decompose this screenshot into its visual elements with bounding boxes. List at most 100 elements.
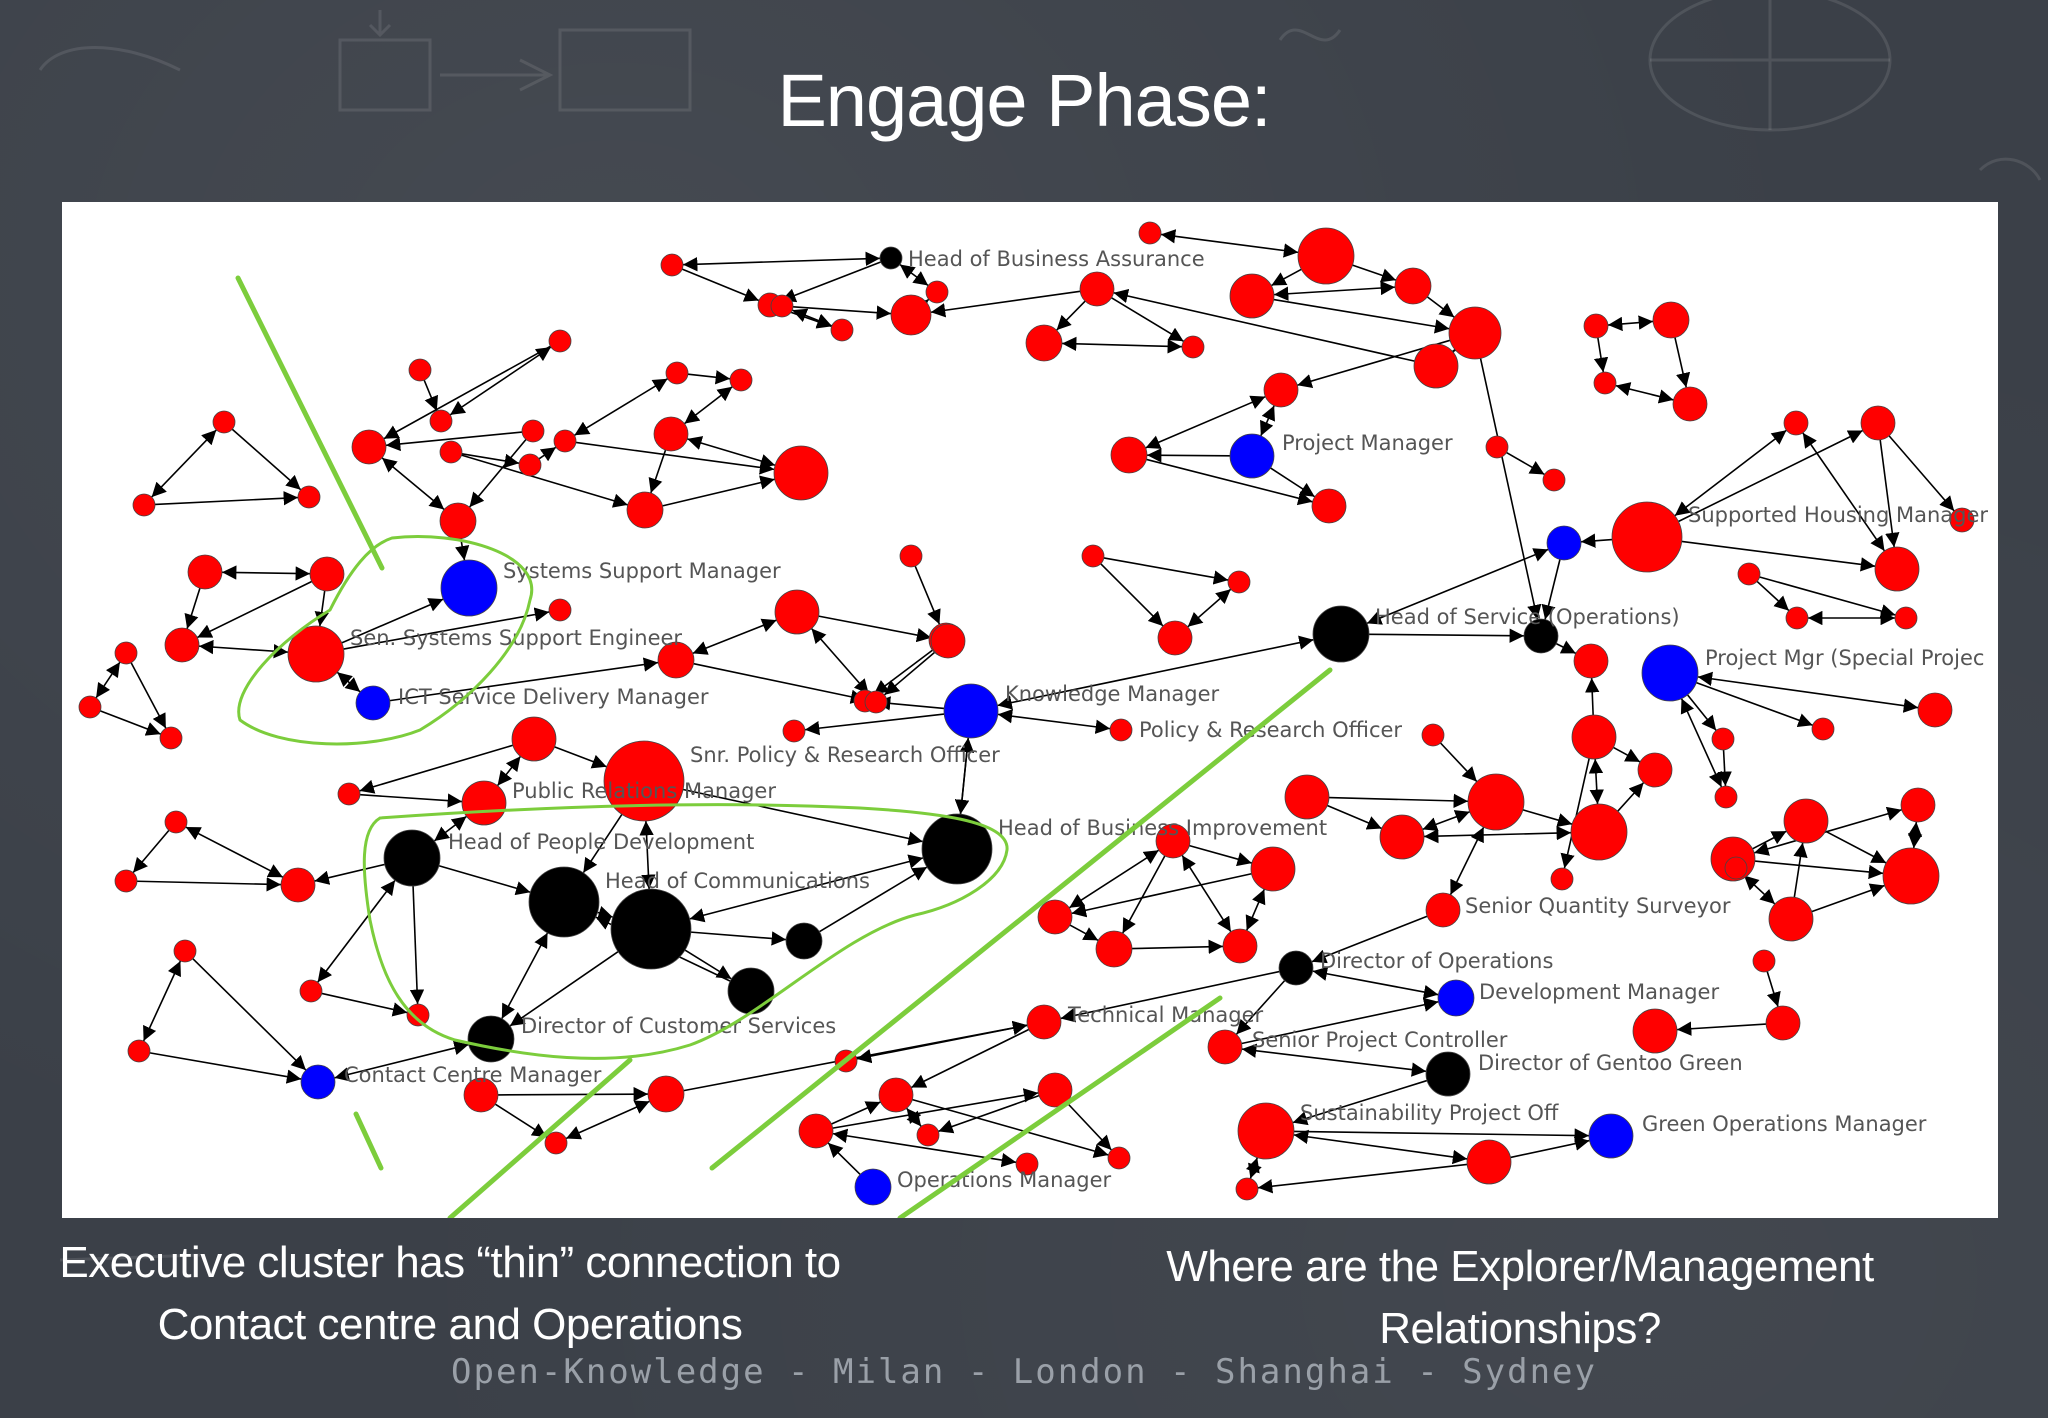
node-om-d (1037, 1072, 1073, 1108)
node-t13e (406, 1003, 430, 1027)
edge-tm-tm_a (856, 1021, 1028, 1064)
edge-t17b-t17e (1423, 825, 1572, 844)
edge-shm-shm_b (1674, 429, 1787, 517)
node-c1a (1138, 221, 1162, 245)
node-c1e (1448, 306, 1502, 360)
edge-hba_e-hba_f (913, 298, 930, 315)
node-pmsp-a (1811, 717, 1835, 741)
node-t18b (1783, 798, 1829, 844)
node-label-7: Project Mgr (Special Projec (1705, 646, 1984, 670)
node-t7f (439, 502, 477, 540)
edge-om_a-om_d (832, 1088, 1039, 1129)
edge-t12c-hpd (433, 815, 468, 842)
edge-spc-dvm (1241, 997, 1439, 1045)
edge-c4a-c4c (1759, 576, 1896, 619)
edge-pmsp_c-pmsp_d (1717, 749, 1732, 787)
edge-om_a-om_b (831, 1101, 881, 1125)
node-t6a (439, 440, 463, 464)
edge-t16c-t16d (1131, 939, 1224, 954)
edge-om_d-om_f (1066, 1101, 1113, 1151)
node-label-21: Director of Customer Services (521, 1014, 836, 1038)
node-c2b (1652, 301, 1690, 339)
node-t2a (1079, 271, 1115, 307)
node-t11d (864, 690, 888, 714)
node-t17f (1571, 714, 1617, 760)
edge-t7e-t7f (381, 457, 445, 511)
node-dcs (467, 1015, 515, 1063)
edge-t19a-t19b (1766, 971, 1781, 1007)
node-t17b (1379, 814, 1425, 860)
edge-t17d-sqs (1449, 826, 1485, 896)
edge-t17e-t17f (1588, 758, 1604, 805)
edge-hpd-t13e (409, 885, 425, 1005)
node-t12b (337, 782, 361, 806)
node-label-23: Sustainability Project Off (1300, 1101, 1559, 1125)
edge-t11a-t11b (692, 618, 777, 655)
edge-t14b-ccm (149, 1052, 302, 1084)
node-t12d (603, 740, 685, 822)
node-t10b (78, 695, 102, 719)
node-t6f (773, 445, 829, 501)
node-c4c (1894, 606, 1918, 630)
node-label-11: Public Relations Manager (512, 779, 776, 803)
node-c4a (1737, 562, 1761, 586)
caption-right: Where are the Explorer/Management Relati… (1130, 1236, 1910, 1360)
node-label-17: Development Manager (1479, 980, 1719, 1004)
edge-t18f-t18e (1743, 874, 1776, 905)
edge-t18c-t18d (1907, 821, 1923, 849)
node-t13b (114, 869, 138, 893)
node-d2 (727, 967, 775, 1015)
edge-t8a-t8c (231, 428, 302, 491)
node-label-14: Head of Communications (605, 869, 870, 893)
edge-om_d-om_c (938, 1094, 1040, 1134)
edge-hba_c-hba_d (791, 308, 833, 328)
node-t11a (774, 589, 820, 635)
node-hbi2 (1155, 823, 1191, 859)
node-shm (1611, 501, 1683, 573)
edge-shm_a-hso (1366, 548, 1549, 625)
edge-t18a-t18b (1752, 830, 1787, 850)
node-tm (1026, 1004, 1062, 1040)
edge-t17d-t17e (1522, 809, 1573, 828)
node-c3b (1542, 468, 1566, 492)
node-t19c (1632, 1008, 1678, 1054)
node-d1 (785, 922, 823, 960)
node-c1b (1297, 227, 1355, 285)
edge-spo_a-spo_b (1257, 1163, 1468, 1194)
node-hba-c (770, 294, 794, 318)
node-dvm (1437, 979, 1475, 1017)
node-t13c (280, 867, 316, 903)
node-pro (1109, 718, 1133, 742)
edge-c1b-c1c (1270, 268, 1302, 287)
caption-left: Executive cluster has “thin” connection … (30, 1232, 870, 1356)
edge-shm_b-shm_d (1802, 432, 1886, 552)
node-om-f (1107, 1146, 1131, 1170)
edge-km-km_d (804, 713, 945, 736)
node-c4b (1785, 606, 1809, 630)
slide-title: Engage Phase: (777, 59, 1271, 142)
node-gom (1588, 1113, 1634, 1159)
edge-dop-spc (1235, 980, 1286, 1035)
edge-spo-spo_b (1245, 1157, 1262, 1179)
node-t8b (132, 493, 156, 517)
edge-t6g-t6f (687, 436, 776, 469)
node-label-25: Operations Manager (897, 1168, 1112, 1192)
edge-t6d-t6e (687, 370, 731, 385)
node-pm-c (1311, 488, 1347, 524)
node-om-a (798, 1113, 834, 1149)
edge-t7d-t7f (468, 438, 527, 508)
edge-t2a-t2c (1111, 297, 1184, 342)
edge-t7d-t7e (385, 431, 523, 452)
node-c2c (1672, 386, 1708, 422)
node-sse (287, 625, 345, 683)
edge-t18a-t18d (1754, 860, 1884, 880)
node-label-12: Head of Business Improvement (998, 816, 1327, 840)
edge-t12a-t12b (359, 744, 514, 794)
edge-km_a-km_b (914, 565, 941, 625)
edge-t6b-t6c (538, 446, 557, 462)
node-t10a (114, 641, 138, 665)
node-t15a (463, 1077, 499, 1113)
node-t17d (1467, 773, 1525, 831)
node-c3a (1485, 435, 1509, 459)
